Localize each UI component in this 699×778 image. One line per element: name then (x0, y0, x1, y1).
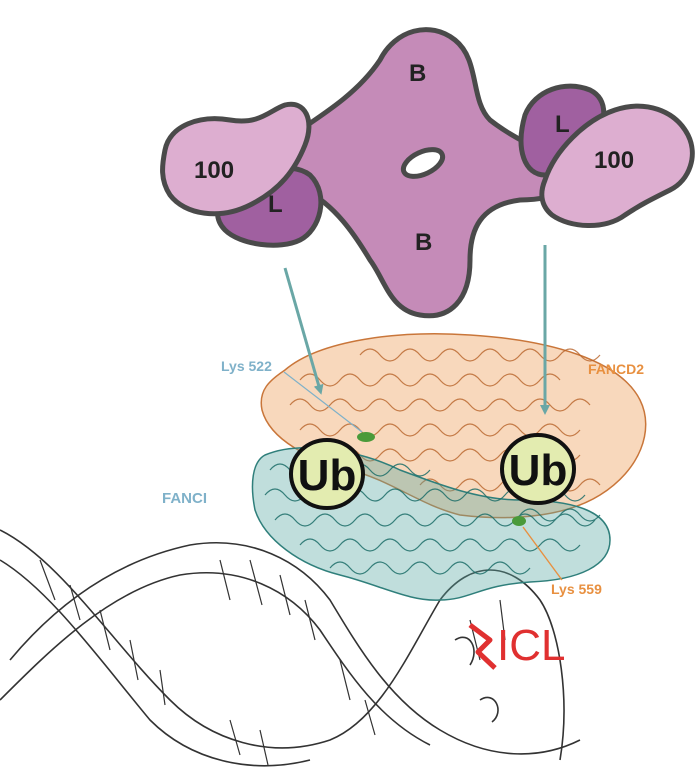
icl-lesion-mark (468, 623, 497, 670)
complex-left-100-label: 100 (194, 157, 234, 184)
lys522-site (357, 432, 375, 442)
complex-bottom-b: B (415, 229, 432, 256)
lys522-label: Lys 522 (221, 358, 272, 374)
ub-right: Ub (500, 433, 576, 505)
dna-helix (0, 529, 581, 767)
ub-left: Ub (289, 438, 365, 510)
fa-core-complex (160, 27, 695, 319)
lys522-pointer (283, 371, 363, 433)
fancd2-label: FANCD2 (588, 361, 644, 377)
icl-label: ICL (497, 621, 565, 670)
complex-right-l-label: L (555, 111, 570, 138)
lys559-label: Lys 559 (551, 581, 602, 597)
complex-left-100 (160, 101, 312, 217)
lys559-site (512, 516, 526, 526)
complex-center-hole (400, 147, 446, 179)
complex-left-l-label: L (268, 191, 283, 218)
arrow-left (283, 267, 324, 395)
complex-right-100-label: 100 (594, 147, 634, 174)
complex-right-100 (539, 103, 695, 228)
ub-left-label: Ub (298, 451, 357, 500)
complex-top-b: B (409, 60, 426, 87)
ub-right-label: Ub (509, 446, 568, 495)
fanci-label: FANCI (162, 490, 207, 507)
lys559-pointer (522, 526, 563, 581)
